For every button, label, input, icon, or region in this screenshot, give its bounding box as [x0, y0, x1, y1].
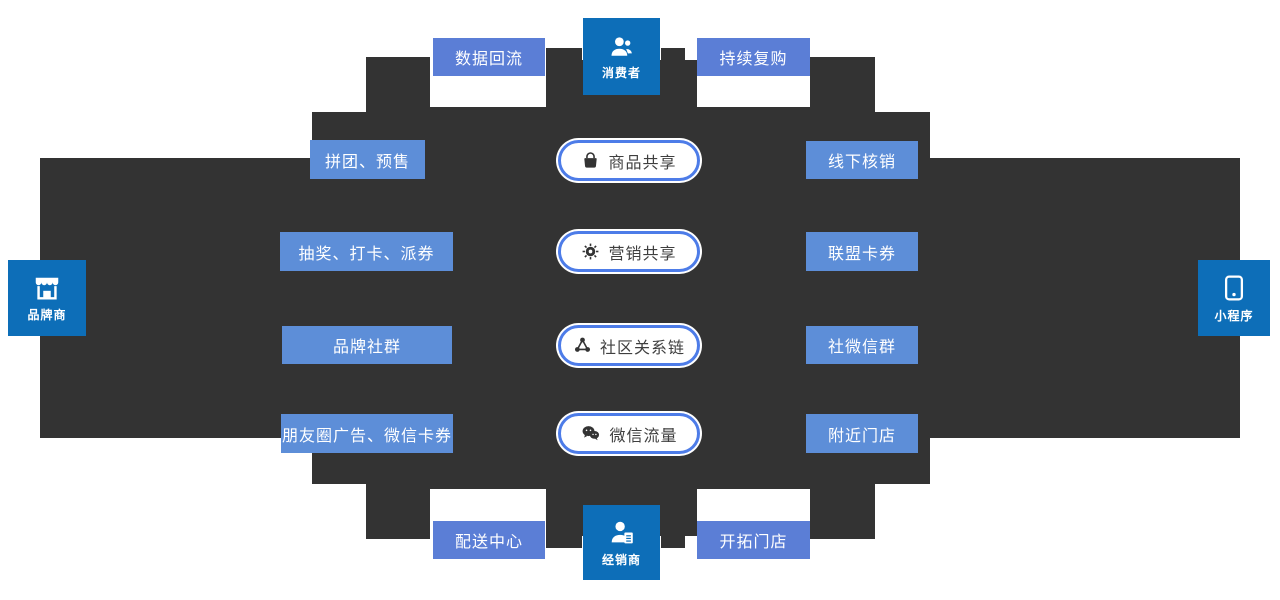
pill-label: 微信流量 [609, 427, 678, 445]
pill-label: 社区关系链 [599, 339, 685, 357]
mini-program-node[interactable]: 小程序 [1198, 260, 1270, 336]
moments-ads-wechat-coupon-button[interactable]: 朋友圈广告、微信卡券 [272, 414, 462, 453]
distributor-node[interactable]: 经销商 [583, 505, 660, 580]
bag-icon [581, 151, 600, 170]
brand-community-button[interactable]: 品牌社群 [273, 326, 461, 364]
brand-node[interactable]: 品牌商 [8, 260, 86, 336]
marketing-sharing-pill[interactable]: 营销共享 [558, 231, 700, 272]
community-relation-chain-pill[interactable]: 社区关系链 [558, 325, 700, 366]
gear-icon [581, 242, 600, 261]
flow-ring-shape [40, 48, 1240, 548]
nearby-stores-button[interactable]: 附近门店 [797, 414, 927, 453]
wechat-group-button[interactable]: 社微信群 [797, 326, 927, 364]
offline-redemption-button[interactable]: 线下核销 [797, 141, 927, 179]
goods-sharing-pill[interactable]: 商品共享 [558, 140, 700, 181]
wechat-traffic-pill[interactable]: 微信流量 [558, 413, 700, 454]
delivery-center-button[interactable]: 配送中心 [433, 521, 545, 559]
node-label: 消费者 [601, 65, 641, 80]
node-label: 小程序 [1214, 309, 1254, 323]
alliance-coupon-button[interactable]: 联盟卡券 [797, 232, 927, 271]
open-stores-button[interactable]: 开拓门店 [697, 521, 810, 559]
pill-label: 商品共享 [608, 154, 677, 172]
node-label: 经销商 [601, 552, 641, 567]
person-doc-icon [606, 518, 638, 548]
data-backflow-button[interactable]: 数据回流 [433, 38, 545, 76]
pill-label: 营销共享 [608, 245, 677, 263]
phone-icon [1220, 272, 1248, 304]
group-buy-presale-button[interactable]: 拼团、预售 [301, 140, 434, 179]
network-icon [573, 336, 592, 355]
wechat-icon [580, 424, 601, 443]
node-label: 品牌商 [27, 308, 67, 322]
storefront-icon [31, 273, 63, 303]
consumer-node[interactable]: 消费者 [583, 18, 660, 95]
users-icon [606, 33, 638, 61]
repeat-purchase-button[interactable]: 持续复购 [697, 38, 810, 76]
lottery-checkin-coupon-button[interactable]: 抽奖、打卡、派券 [271, 232, 462, 271]
